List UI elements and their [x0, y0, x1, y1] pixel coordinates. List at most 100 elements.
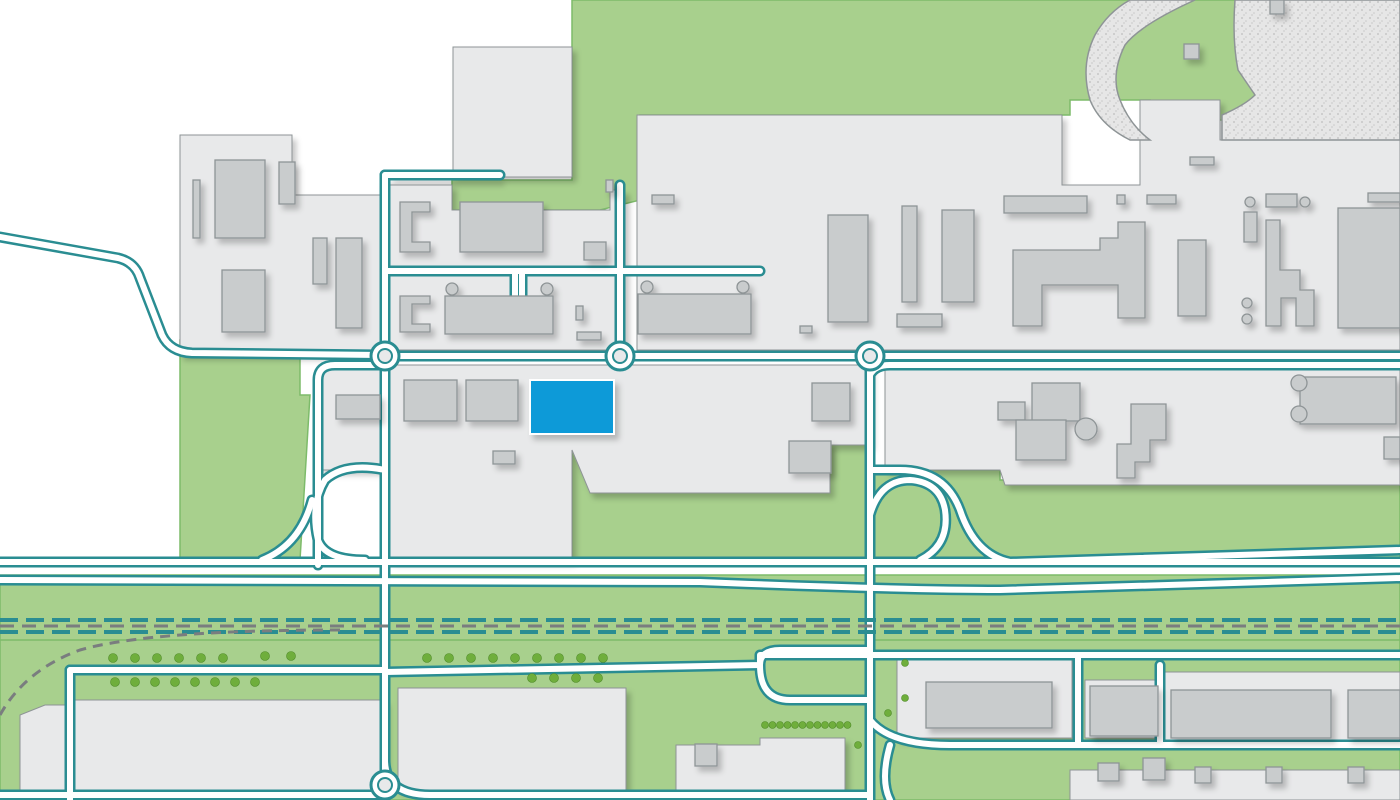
tree-icon	[152, 653, 162, 663]
tree-icon	[190, 677, 200, 687]
tree-icon	[884, 709, 892, 717]
tank	[640, 280, 654, 294]
building	[465, 379, 519, 422]
tree-icon	[776, 721, 784, 729]
ground-south-west	[19, 704, 71, 791]
building	[1337, 207, 1400, 329]
building	[941, 209, 975, 303]
tree-icon	[798, 721, 807, 729]
tree-icon	[150, 677, 160, 687]
tree-icon	[250, 677, 260, 687]
ground-south-2	[397, 687, 627, 791]
building	[1347, 766, 1365, 784]
tree-icon	[593, 673, 603, 683]
tree-icon	[130, 677, 140, 687]
tank	[1241, 313, 1253, 325]
tree-icon	[130, 653, 140, 663]
tree-icon	[510, 653, 520, 663]
building	[1243, 211, 1258, 243]
building	[214, 159, 266, 239]
building	[403, 379, 458, 422]
tree-icon	[549, 673, 559, 683]
building	[1183, 43, 1200, 60]
tank	[1299, 196, 1311, 208]
building	[1097, 762, 1120, 782]
building	[575, 305, 584, 321]
building	[221, 269, 266, 333]
tree-icon	[260, 651, 270, 661]
green-area-west-strip	[179, 339, 311, 561]
tank	[1290, 405, 1308, 423]
building	[1170, 689, 1332, 739]
tree-icon	[422, 653, 432, 663]
tank	[445, 282, 459, 296]
tree-icon	[836, 721, 844, 729]
tree-icon	[170, 677, 180, 687]
building	[1003, 195, 1088, 214]
tree-icon	[901, 659, 909, 667]
building	[492, 450, 516, 465]
building	[1031, 382, 1081, 422]
building	[1269, 0, 1285, 15]
green-area-rail-corridor	[0, 574, 1400, 661]
tank	[1074, 417, 1098, 441]
tree-icon	[444, 653, 454, 663]
roundabouts	[369, 340, 886, 800]
tree-icon	[783, 721, 792, 729]
building	[1299, 376, 1397, 425]
tank	[736, 280, 750, 294]
building	[896, 313, 943, 328]
tank	[1244, 196, 1256, 208]
building	[576, 331, 602, 341]
building	[1116, 194, 1126, 205]
building	[788, 440, 832, 474]
building	[605, 179, 614, 193]
tree-icon	[571, 673, 581, 683]
building	[1347, 689, 1400, 739]
tree-icon	[828, 721, 837, 729]
tree-icon	[791, 721, 799, 729]
trees	[108, 651, 909, 749]
tree-icon	[532, 653, 542, 663]
tree-icon	[286, 651, 296, 661]
tree-icon	[854, 741, 862, 749]
tank	[1241, 297, 1253, 309]
building	[694, 743, 718, 767]
tree-icon	[196, 653, 206, 663]
buildings	[192, 0, 1400, 784]
tree-icon	[576, 653, 586, 663]
gravel-area	[1221, 0, 1400, 141]
tree-icon	[821, 721, 829, 729]
building	[901, 205, 918, 303]
tree-icon	[806, 721, 814, 729]
tree-icon	[230, 677, 240, 687]
tank	[1290, 374, 1308, 392]
tree-icon	[768, 721, 777, 729]
building	[997, 401, 1026, 421]
building	[651, 194, 675, 205]
building	[1265, 219, 1315, 327]
building	[192, 179, 201, 239]
building	[399, 295, 431, 333]
building	[925, 681, 1053, 729]
building	[278, 161, 296, 205]
building	[312, 237, 328, 285]
building	[1383, 436, 1400, 460]
building	[444, 295, 554, 335]
building	[1265, 766, 1283, 784]
building	[1189, 156, 1215, 166]
building	[1089, 685, 1159, 737]
tree-icon	[901, 694, 909, 702]
building	[1146, 194, 1177, 205]
tree-icon	[527, 673, 537, 683]
tree-icon	[108, 653, 118, 663]
highlighted-building[interactable]	[529, 379, 615, 435]
railway	[0, 618, 1400, 716]
tree-icon	[174, 653, 184, 663]
tank	[540, 282, 554, 296]
ground-south-7	[1069, 769, 1400, 800]
building	[583, 241, 607, 261]
building	[1177, 239, 1207, 317]
